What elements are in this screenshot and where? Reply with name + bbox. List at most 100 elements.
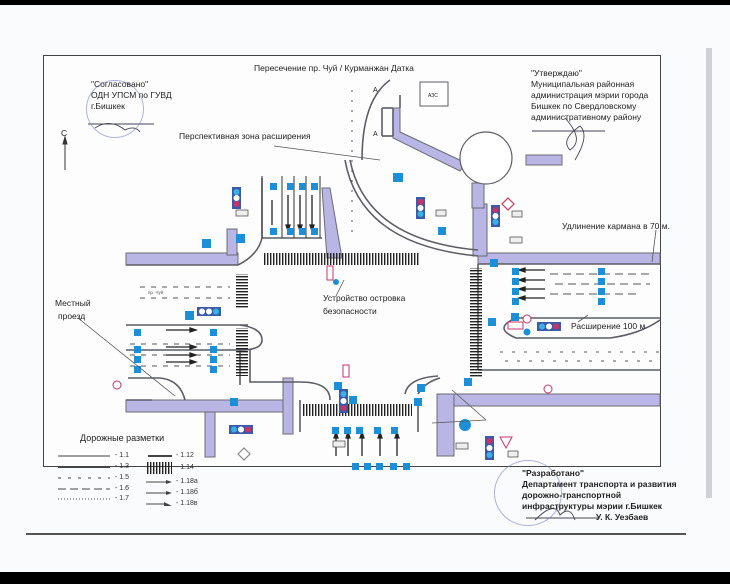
info-plate-s [332,440,346,448]
island-barrier-n [326,265,334,281]
no-entry-sign-w [112,380,122,390]
yield-sign [499,436,513,450]
legend-item: - 1.18б [176,489,198,496]
leader-lines [77,145,657,424]
crosswalk-west-upper [236,274,248,308]
north-label: С [61,128,68,138]
bottom-black-border [0,572,730,584]
approval-right-line5: административному району [531,112,642,122]
north-arrow-icon [62,135,68,170]
sidewalk-north-right [477,252,661,265]
info-plate-n [435,209,447,217]
sidewalk-roundabout-east [525,154,563,166]
approval-left-line1: "Согласовано" [91,79,149,89]
approval-right-line4: Бишкек по Свердловскому [531,101,637,111]
priority-sign-n [501,197,515,211]
sidewalk-south-left [125,399,285,413]
crosswalk-south [302,404,412,416]
warning-sign-e [522,314,532,324]
island-barrier-s [342,364,350,378]
signal-nw [232,187,241,209]
pedestrian-signs [185,227,519,406]
info-plate-ne [511,210,523,218]
sidewalk-se-stub [436,393,455,457]
approval-right-line2: Муниципальная районная [531,79,635,89]
top-black-border [0,0,730,5]
legend-item: - 1.6 [115,485,130,492]
sidewalk-south-right [436,393,661,407]
approval-right-line3: администрация мэрии города [531,90,649,100]
priority-sign-sw [237,447,251,461]
gas-sign [393,173,403,182]
legend-item: - 1.14 [176,464,194,471]
traffic-signals [197,187,561,460]
developed-signer: У. К. Уезбаев [596,512,649,522]
info-plate-ne2 [509,236,523,244]
signal-se [485,436,494,460]
annotation-pocket-extension: Удлинение кармана в 70 м. [562,221,670,231]
approval-left-line2: ОДН УПСМ по ГУВД [91,90,172,100]
legend-item: - 1.7 [115,495,130,502]
annotation-expansion-zone: Перспективная зона расширения [179,131,311,141]
lane-markings [130,90,660,367]
roundabout [459,131,513,185]
info-plate-se2 [507,450,519,458]
paper-bottom-edge [26,533,686,535]
legend-item: - 1.12 [176,452,194,459]
crosswalk-west-lower [236,328,248,376]
gas-station-box [419,81,449,107]
legend-title: Дорожные разметки [80,433,165,443]
sidewalk-diagonal [392,107,467,172]
street-label-chuy: пр. Чуй [148,290,164,295]
sidewalks [125,107,661,458]
developed-line4: инфраструктуры мэрии г.Бишкек [522,501,663,511]
signal-ne [491,205,500,227]
annotation-local-road-2: проезд [58,311,86,321]
legend-item: - 1.18а [176,478,198,485]
crosswalk-north [264,253,419,265]
stamp-left [86,80,144,138]
sidewalk-west-stub-n [226,228,238,256]
annotation-local-road-1: Местный [55,298,91,308]
marker-a-top: А [373,87,378,94]
legend-item: - 1.18в [176,500,198,507]
signal-sw [229,425,253,434]
approval-left-line3: г.Бишкек [91,101,125,111]
mandatory-direction-sign [459,419,471,431]
sidewalk-roundabout-south [471,182,485,209]
developed-line1: "Разработано" [522,468,585,478]
developed-line3: дорожно-транспортной [522,490,622,500]
island-barrier-e [507,321,524,330]
legend-samples [58,455,172,506]
signal-e [537,322,561,331]
gas-station-label: АЗС [428,93,438,99]
sidewalk-east-stub [472,203,488,257]
legend-item: - 1.3 [115,463,130,470]
sidewalk-south-stub [282,377,294,435]
island-sign-n [333,279,339,285]
island-sign-e [523,328,531,336]
info-plate-nw [235,209,249,217]
paper-shadow [706,48,712,498]
approval-right-line1: "Утверждаю" [531,68,582,78]
annotation-widening: Расширение 100 м [571,321,646,331]
annotation-safety-island-2: безопасности [323,306,377,316]
stamp-bottom [494,460,562,526]
legend-item: - 1.5 [115,474,130,481]
signal-w [197,307,221,316]
signal-n [416,197,425,219]
lane-arrows [166,195,545,456]
sidewalk-median-north [321,187,343,259]
annotation-safety-island-1: Устройство островка [323,293,406,303]
road-edges [126,79,661,432]
no-entry-sign-e [543,384,553,394]
crosswalk-east [470,268,482,378]
document-title: Пересечение пр. Чуй / Курманжан Датка [254,63,414,73]
signal-s [339,389,348,413]
developed-line2: Департамент транспорта и развития [522,479,677,489]
legend-item: - 1.1 [115,452,130,459]
sidewalk-west-stub-s [204,411,216,458]
marker-a-bottom: А [373,131,378,138]
info-plate-se [455,442,469,450]
